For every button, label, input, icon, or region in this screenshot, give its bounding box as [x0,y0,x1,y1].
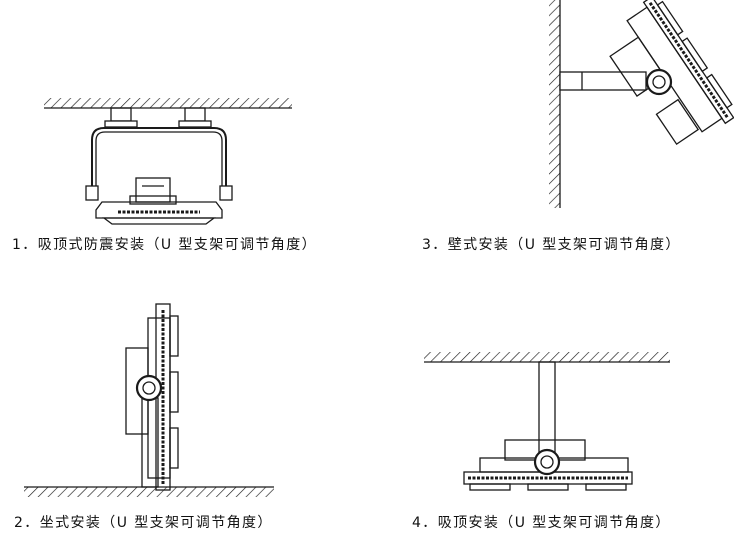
caption-wall-mount: 3．壁式安装（U 型支架可调节角度） [422,237,681,253]
floor-hatch [24,487,274,497]
adjustment-knob [533,448,561,476]
figure-ceiling-mount [424,352,670,491]
adjustment-knob [135,374,163,402]
driver-box [135,177,171,203]
lamp-housing [95,201,223,219]
caption-floor-mount: 2．坐式安装（U 型支架可调节角度） [14,515,273,531]
shock-absorber-left [110,107,132,122]
ceiling-hatch [44,98,292,108]
shock-absorber-right [184,107,206,122]
figure-ceiling-shockproof-mount [44,98,292,225]
wall-hatch [549,0,560,208]
tilted-lamp [609,0,734,145]
u-bracket [91,127,227,192]
caption-ceiling-mount: 4．吸顶安装（U 型支架可调节角度） [412,515,671,531]
adjustment-knob [645,68,673,96]
bracket-bolt-right [219,185,233,201]
ceiling-hatch [424,352,670,362]
figure-floor-mount [24,303,274,497]
figure-wall-mount [549,0,734,208]
caption-ceiling-shockproof-mount: 1．吸顶式防震安装（U 型支架可调节角度） [12,237,318,253]
mounting-arm [559,71,647,91]
bracket-bolt-left [85,185,99,201]
